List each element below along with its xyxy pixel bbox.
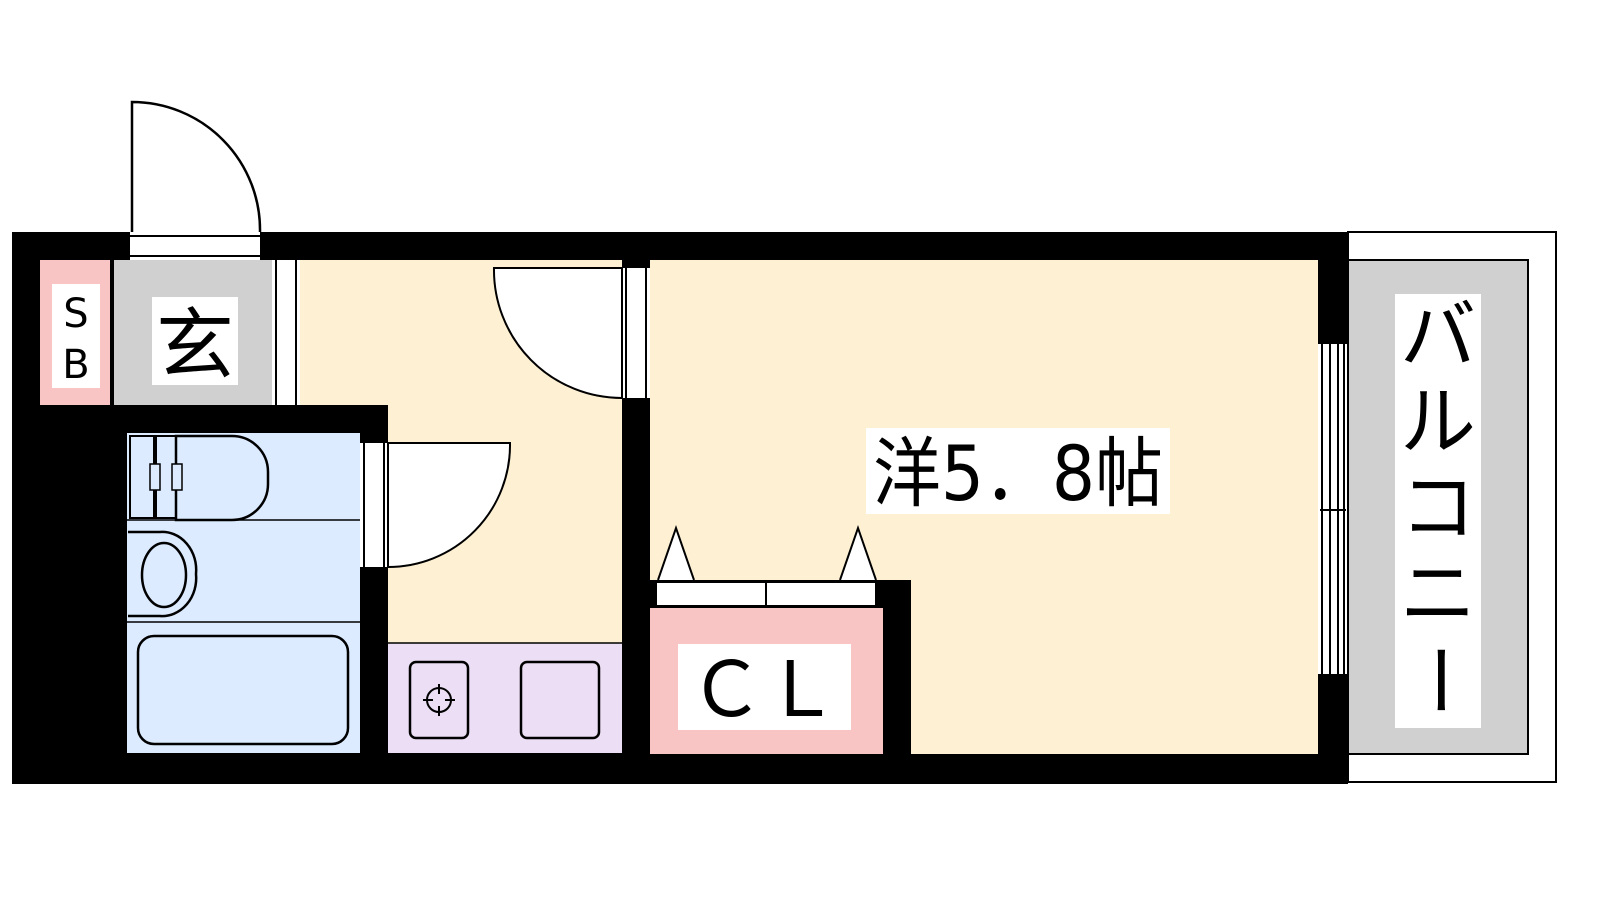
kitchen-area xyxy=(388,643,622,753)
room-door-swing xyxy=(492,267,623,400)
western-room-label: 洋5．8帖 xyxy=(873,429,1163,518)
balcony-label-char: ニ xyxy=(1400,549,1476,638)
bathroom-area xyxy=(127,433,360,753)
balcony-label-char: コ xyxy=(1400,463,1476,552)
toilet-icon xyxy=(128,530,198,618)
bathtub-icon xyxy=(136,634,350,746)
balcony-label: バ ル コ ニ ー xyxy=(1394,291,1483,718)
sink-icon xyxy=(519,660,601,740)
washbasin-icon xyxy=(129,434,270,522)
closet-wall-right xyxy=(883,580,911,754)
entrance-label: 玄 xyxy=(156,301,234,391)
closet-label: ＣＬ xyxy=(689,645,839,734)
sb-label-line2: B xyxy=(62,342,89,388)
entrance-door-swing xyxy=(130,100,262,233)
balcony-label-char: バ xyxy=(1400,291,1476,380)
stove-icon xyxy=(408,660,470,740)
sb-label-line1: S xyxy=(63,291,88,337)
bath-door-swing xyxy=(387,442,512,569)
balcony-label-char: ー xyxy=(1394,642,1483,718)
balcony-label-char: ル xyxy=(1400,377,1476,466)
bath-wall-top xyxy=(40,405,388,433)
